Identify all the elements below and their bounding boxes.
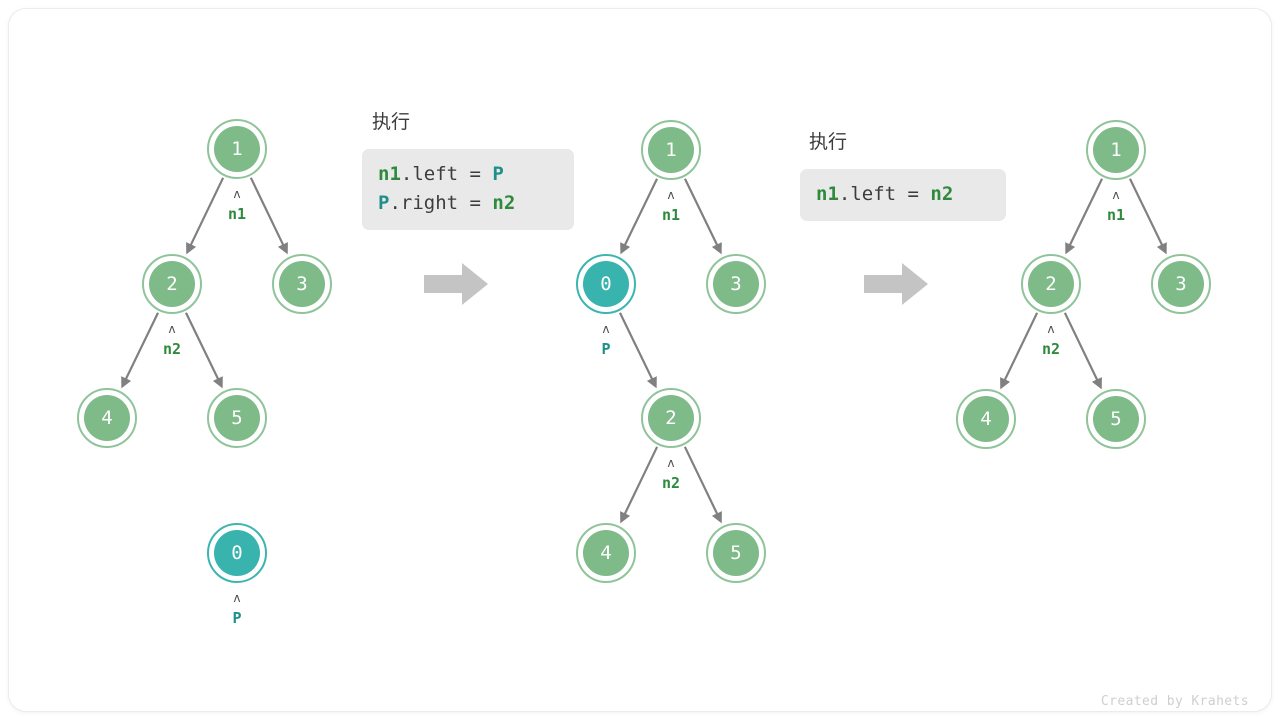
node-value: 1 — [665, 138, 677, 161]
tree-node[interactable]: 5 — [207, 388, 267, 448]
tree-node[interactable]: 4 — [77, 388, 137, 448]
pointer-name: n2 — [162, 340, 182, 358]
code-token: n2 — [930, 183, 954, 205]
tree-node[interactable]: 3 — [272, 254, 332, 314]
tree-node[interactable]: 0 — [576, 254, 636, 314]
tree-node[interactable]: 0 — [207, 523, 267, 583]
tree-node[interactable]: 1 — [1086, 120, 1146, 180]
caret-icon: ʌ — [233, 591, 241, 605]
code-snippet: n1.left = n2 — [800, 169, 1006, 221]
node-value: 1 — [1110, 138, 1122, 161]
code-token: n2 — [492, 192, 516, 214]
code-token: .left = — [838, 183, 931, 205]
credit-text: Created by Krahets — [1100, 694, 1249, 709]
pointer-label: ʌ n1 — [1086, 188, 1146, 224]
tree-node[interactable]: 2 — [1021, 254, 1081, 314]
caret-icon: ʌ — [667, 188, 675, 202]
pointer-name: P — [232, 609, 242, 627]
tree-node[interactable]: 1 — [207, 119, 267, 179]
pointer-name: n1 — [661, 206, 681, 224]
node-value: 3 — [730, 272, 742, 295]
pointer-label: ʌ n1 — [207, 187, 267, 223]
caret-icon: ʌ — [602, 322, 610, 336]
node-value: 2 — [665, 406, 677, 429]
tree-node[interactable]: 3 — [1151, 254, 1211, 314]
tree-node[interactable]: 4 — [956, 389, 1016, 449]
pointer-label: ʌ n2 — [142, 322, 202, 358]
caret-icon: ʌ — [667, 456, 675, 470]
node-value: 5 — [231, 406, 243, 429]
transition-arrow-icon — [424, 261, 490, 311]
code-line: n1.left = n2 — [816, 180, 990, 209]
tree-node[interactable]: 1 — [641, 120, 701, 180]
node-value: 2 — [1045, 272, 1057, 295]
code-token: n1 — [816, 183, 839, 205]
node-value: 3 — [296, 272, 308, 295]
node-value: 2 — [166, 272, 178, 295]
node-value: 5 — [730, 541, 742, 564]
tree-node[interactable]: 5 — [706, 523, 766, 583]
step-caption: 执行 — [372, 111, 411, 133]
pointer-label: ʌ n2 — [1021, 322, 1081, 358]
node-value: 5 — [1110, 407, 1122, 430]
code-token: P — [492, 163, 504, 185]
caret-icon: ʌ — [1047, 322, 1055, 336]
code-token: .right = — [389, 192, 493, 214]
caret-icon: ʌ — [1112, 188, 1120, 202]
pointer-name: P — [601, 340, 611, 358]
code-line: n1.left = P — [378, 160, 558, 189]
tree-edges-layer — [121, 177, 1167, 524]
node-value: 4 — [101, 406, 113, 429]
node-value: 0 — [231, 541, 243, 564]
pointer-name: n2 — [661, 474, 681, 492]
tree-node[interactable]: 2 — [142, 254, 202, 314]
caret-icon: ʌ — [168, 322, 176, 336]
step-caption: 执行 — [809, 131, 848, 153]
transition-arrow-icon — [864, 261, 930, 311]
tree-node[interactable]: 5 — [1086, 389, 1146, 449]
pointer-name: n1 — [1106, 206, 1126, 224]
pointer-name: n1 — [227, 205, 247, 223]
tree-node[interactable]: 2 — [641, 388, 701, 448]
code-token: P — [378, 192, 390, 214]
caret-icon: ʌ — [233, 187, 241, 201]
code-line: P.right = n2 — [378, 189, 558, 218]
node-value: 4 — [980, 407, 992, 430]
node-value: 1 — [231, 137, 243, 160]
tree-node[interactable]: 4 — [576, 523, 636, 583]
node-value: 3 — [1175, 272, 1187, 295]
node-value: 4 — [600, 541, 612, 564]
tree-node[interactable]: 3 — [706, 254, 766, 314]
code-token: n1 — [378, 163, 401, 185]
code-token: .left = — [400, 163, 493, 185]
pointer-name: n2 — [1041, 340, 1061, 358]
node-value: 0 — [600, 272, 612, 295]
pointer-label: ʌ n2 — [641, 456, 701, 492]
pointer-label: ʌ n1 — [641, 188, 701, 224]
